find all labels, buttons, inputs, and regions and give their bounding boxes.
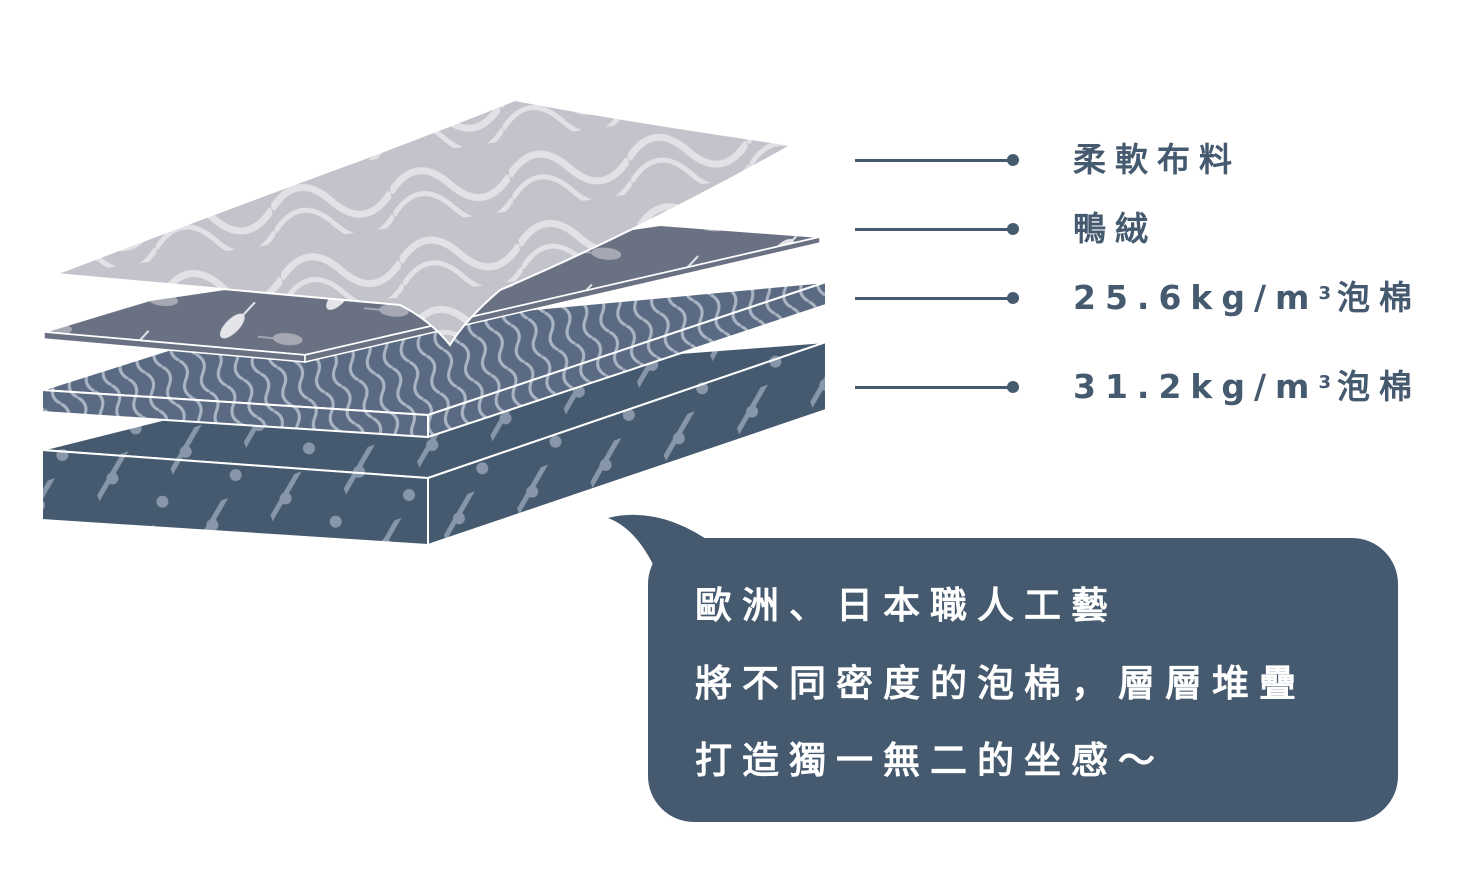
speech-bubble-tail <box>608 514 715 580</box>
density-value: 31.2kg/m <box>1073 367 1319 406</box>
bubble-line-3: 打造獨一無二的坐感～ <box>695 739 1165 782</box>
material-name: 泡棉 <box>1336 278 1421 317</box>
bubble-line-1: 歐洲、日本職人工藝 <box>695 584 1118 627</box>
leader-dot-icon <box>1007 381 1019 393</box>
leader-dot-icon <box>1007 154 1019 166</box>
leader-line <box>855 381 1019 393</box>
label-foam-25: 25.6kg/m3泡棉 <box>1073 278 1421 318</box>
label-foam-31: 31.2kg/m3泡棉 <box>1073 367 1421 407</box>
leader-line <box>855 154 1019 166</box>
foam-layer-25 <box>41 280 827 439</box>
label-row-down: 鴨絨 <box>855 209 1148 249</box>
density-exponent: 3 <box>1318 372 1337 393</box>
material-name: 泡棉 <box>1336 367 1421 406</box>
density-exponent: 3 <box>1318 283 1337 304</box>
label-row-foam-25: 25.6kg/m3泡棉 <box>855 278 1412 318</box>
label-row-foam-31: 31.2kg/m3泡棉 <box>855 367 1412 407</box>
label-fabric: 柔軟布料 <box>1073 140 1241 179</box>
speech-bubble <box>648 538 1398 822</box>
label-row-fabric: 柔軟布料 <box>855 140 1232 180</box>
label-down: 鴨絨 <box>1073 209 1157 248</box>
leader-line <box>855 223 1019 235</box>
bubble-line-2: 將不同密度的泡棉，層層堆疊 <box>695 662 1306 705</box>
leader-dot-icon <box>1007 223 1019 235</box>
leader-dot-icon <box>1007 292 1019 304</box>
density-value: 25.6kg/m <box>1073 278 1319 317</box>
leader-line <box>855 292 1019 304</box>
fabric-layer <box>55 98 796 347</box>
